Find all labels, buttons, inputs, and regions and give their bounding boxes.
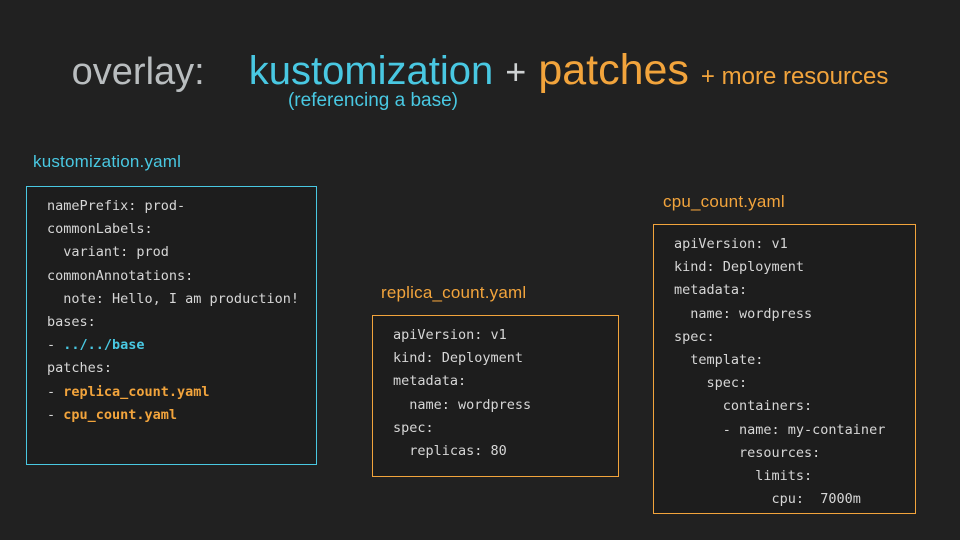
title-kustomization: kustomization — [248, 49, 494, 93]
title-patches: patches — [538, 46, 689, 94]
title-overlay: overlay: — [71, 51, 205, 93]
panel-kustomization-yaml: kustomization.yaml namePrefix: prod-comm… — [26, 152, 317, 465]
title-plus-sign: + — [505, 51, 527, 92]
panel-label-cpu-count: cpu_count.yaml — [663, 192, 785, 211]
title-more-resources: + more resources — [700, 63, 889, 90]
panel-label-replica-count: replica_count.yaml — [381, 283, 527, 302]
code-box-kustomization: namePrefix: prod-commonLabels: variant: … — [26, 186, 317, 465]
panel-label-kustomization: kustomization.yaml — [33, 152, 182, 171]
title-subtitle: (referencing a base) — [287, 90, 459, 111]
slide-title: overlay: kustomization + patches + more … — [0, 46, 960, 95]
